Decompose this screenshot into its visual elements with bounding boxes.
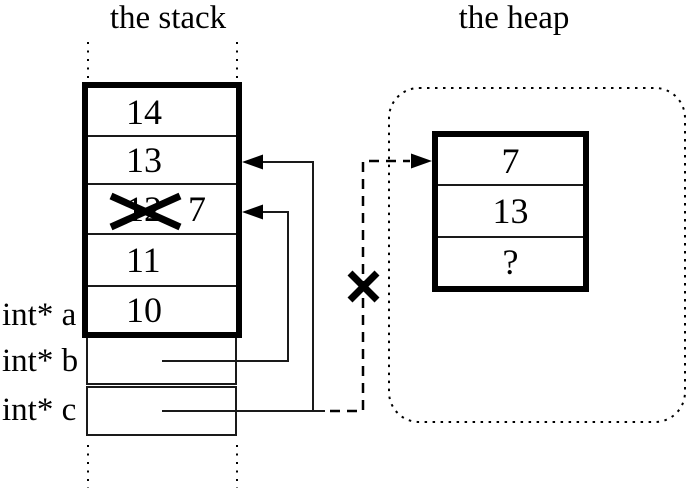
stack-cell-value: 14: [126, 91, 162, 132]
stack-cell-value: 13: [126, 140, 162, 180]
pointer-label-b: int* b: [2, 343, 79, 379]
heap-region-dotted-border: [388, 87, 686, 423]
dangling-pointer-dashed-line: [330, 159, 410, 413]
stack-cell-value: 11: [126, 240, 161, 280]
stack-cell: 13: [88, 137, 236, 185]
heap-cell: 7: [438, 137, 583, 186]
arrowhead-left-icon: [242, 204, 263, 220]
pointer-c-line: [262, 161, 314, 411]
heap-cell: ?: [438, 238, 583, 286]
stack-cell: 11: [88, 235, 236, 287]
stack-cell-value: 10: [126, 289, 162, 330]
stack-title: the stack: [109, 0, 227, 36]
heap-cell-value: 7: [501, 140, 520, 181]
arrowhead-left-icon: [242, 154, 263, 170]
broken-link-x-icon: [347, 270, 380, 303]
heap-cell: 13: [438, 186, 583, 238]
pointer-b-line: [162, 211, 289, 362]
heap-cell-value: ?: [502, 242, 519, 282]
stack-cell-new-value: 7: [188, 189, 206, 229]
heap-cell-value: 13: [492, 191, 529, 231]
stack-frame-box: 14 13 12 7 11 10: [82, 82, 242, 338]
stack-cell: 14: [88, 88, 236, 137]
pointer-label-a: int* a: [2, 297, 77, 333]
arrowhead-right-icon: [411, 153, 432, 169]
pointer-label-c: int* c: [2, 392, 77, 428]
heap-title: the heap: [458, 0, 570, 36]
heap-block-box: 7 13 ?: [432, 131, 589, 292]
stack-cell: 10: [88, 287, 236, 332]
cross-out-x-icon: [109, 192, 182, 231]
